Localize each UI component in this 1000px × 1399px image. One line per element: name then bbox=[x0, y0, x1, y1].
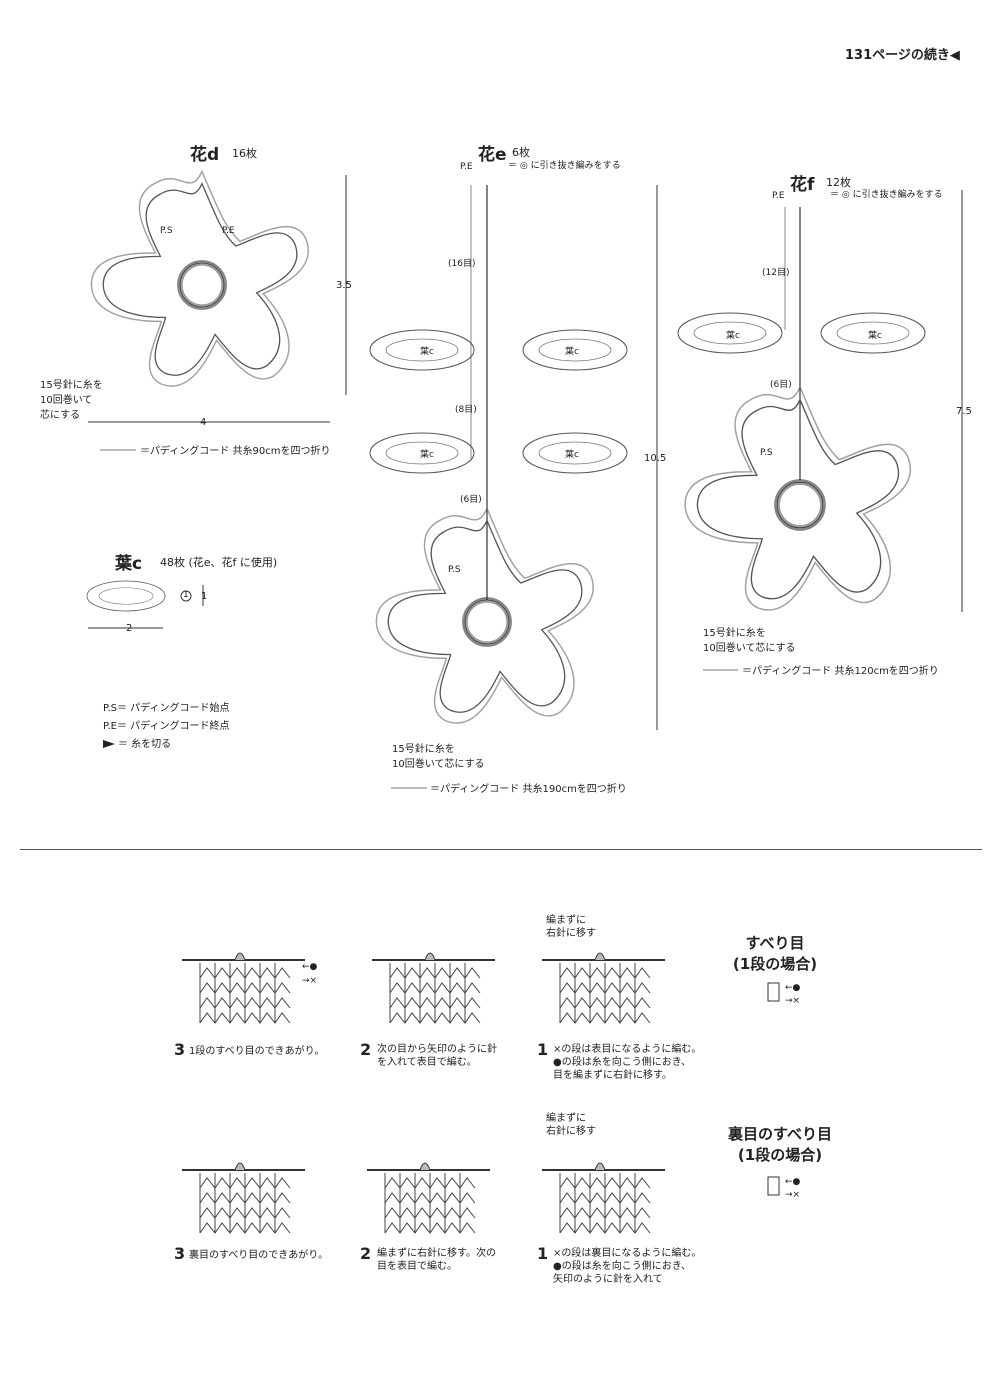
flower-d-width: 4 bbox=[200, 417, 207, 428]
legend-pe: P.E＝ パディングコード終点 bbox=[103, 721, 230, 732]
purl-slip-symbol-dot: ←● bbox=[785, 1177, 801, 1187]
slip-stitch-step-3-text: 1段のすべり目のできあがり。 bbox=[189, 1046, 325, 1057]
slip-stitch-step-2-num: 2 bbox=[360, 1040, 372, 1059]
page-continued-label: 131ページの続き◀ bbox=[845, 48, 960, 63]
purl-slip-step-3-text: 裏目のすべり目のできあがり。 bbox=[189, 1250, 329, 1261]
legend-ps: P.S＝ パディングコード始点 bbox=[103, 703, 230, 714]
leaf-c-height: 1 bbox=[201, 591, 208, 602]
flower-e-stem-1: (16目) bbox=[448, 259, 476, 269]
flower-e-leaf-label-4: 葉c bbox=[565, 450, 579, 460]
slip-symbol-cross: →× bbox=[785, 996, 801, 1006]
purl-slip-step-3-num: 3 bbox=[174, 1244, 186, 1263]
flower-e-leaf-label-3: 葉c bbox=[420, 450, 434, 460]
purl-slip-step-1-text: ×の段は裏目になるように編む。 ●の段は糸を向こう側におき、 矢印のように針を入… bbox=[553, 1248, 702, 1285]
flower-f-title: 花f bbox=[790, 175, 815, 195]
flower-f-core-note: 15号針に糸を 10回巻いて芯にする bbox=[703, 628, 796, 654]
purl-slip-step-1-num: 1 bbox=[537, 1244, 549, 1263]
crochet-charts bbox=[86, 169, 963, 789]
flower-e-core-note: 15号針に糸を 10回巻いて芯にする bbox=[392, 744, 485, 770]
slip-stitch-step-3-num: 3 bbox=[174, 1040, 186, 1059]
purl-slip-step-1-illustration bbox=[541, 1157, 666, 1239]
flower-f-stem-1: (12目) bbox=[762, 268, 790, 278]
flower-f-cord-note: ＝パディングコード 共糸120cmを四つ折り bbox=[742, 666, 939, 677]
leaf-c-title: 葉c bbox=[115, 554, 143, 574]
row-symbol-cross: →× bbox=[302, 976, 318, 986]
purl-slip-step-3-illustration bbox=[181, 1157, 306, 1239]
flower-d-height: 3.5 bbox=[336, 280, 352, 291]
purl-slip-step-2-text: 編まずに右針に移す。次の 目を表目で編む。 bbox=[377, 1248, 496, 1272]
slip-stitch-step-1-num: 1 bbox=[537, 1040, 549, 1059]
flower-d-ps-label: P.S bbox=[160, 226, 173, 236]
flower-f-slip-note: ＝ ◎ に引き抜き編みをする bbox=[830, 190, 943, 200]
left-triangle-icon: ◀ bbox=[949, 48, 960, 63]
flower-d-pe-label: P.E bbox=[222, 226, 235, 236]
flower-e-ps-label: P.S bbox=[448, 565, 461, 575]
flower-d-cord-note: ＝パディングコード 共糸90cmを四つ折り bbox=[140, 446, 331, 457]
flower-d-count: 16枚 bbox=[232, 147, 257, 160]
flower-d-title: 花d bbox=[190, 145, 220, 165]
flower-f-count: 12枚 bbox=[826, 176, 851, 189]
flower-e-chart bbox=[374, 506, 595, 725]
purl-slip-step-2-num: 2 bbox=[360, 1244, 372, 1263]
slip-stitch-callout: 編まずに 右針に移す bbox=[546, 915, 596, 939]
purl-slip-step-2-illustration bbox=[366, 1157, 491, 1239]
flower-e-leaf-label-1: 葉c bbox=[420, 347, 434, 357]
flower-e-cord-note: ＝パディングコード 共糸190cmを四つ折り bbox=[430, 784, 627, 795]
leaf-c-width: 2 bbox=[126, 623, 133, 634]
purl-slip-callout: 編まずに 右針に移す bbox=[546, 1113, 596, 1137]
slip-stitch-step-1-illustration bbox=[541, 947, 666, 1029]
purl-slip-symbol-cross: →× bbox=[785, 1190, 801, 1200]
slip-stitch-title: すべり目 (1段の場合) bbox=[732, 934, 818, 973]
flower-f-stem-2: (6目) bbox=[770, 380, 792, 390]
leaf-c-row-marker: 1 bbox=[183, 590, 189, 600]
flower-f-ps-label: P.S bbox=[760, 448, 773, 458]
slip-stitch-step-2-text: 次の目から矢印のように針 を入れて表目で編む。 bbox=[377, 1044, 497, 1068]
flower-e-title: 花e bbox=[478, 145, 507, 165]
flower-f-chart bbox=[683, 385, 913, 612]
flower-e-stem-3: (6目) bbox=[460, 495, 482, 505]
leaf-c-count: 48枚 (花e、花f に使用) bbox=[160, 556, 278, 569]
flower-f-pe-label: P.E bbox=[772, 191, 785, 201]
flower-d-core-note: 15号針に糸を 10回巻いて 芯にする bbox=[40, 380, 103, 421]
section-divider bbox=[20, 849, 982, 850]
purl-slip-title: 裏目のすべり目 (1段の場合) bbox=[728, 1125, 832, 1164]
flower-e-pe-label: P.E bbox=[460, 162, 473, 172]
flower-e-count: 6枚 bbox=[512, 146, 530, 159]
flower-e-stem-2: (8目) bbox=[455, 405, 477, 415]
flower-e-slip-note: ＝ ◎ に引き抜き編みをする bbox=[508, 161, 621, 171]
legend-cut: ＝ 糸を切る bbox=[118, 739, 172, 750]
flower-f-leaf-label-1: 葉c bbox=[726, 331, 740, 341]
flower-f-leaf-label-2: 葉c bbox=[868, 331, 882, 341]
slip-stitch-step-1-text: ×の段は表目になるように編む。 ●の段は糸を向こう側におき、 目を編まずに右針に… bbox=[553, 1044, 702, 1081]
flower-e-leaf-label-2: 葉c bbox=[565, 347, 579, 357]
slip-stitch-step-2-illustration bbox=[371, 947, 496, 1029]
flower-e-height: 10.5 bbox=[644, 453, 667, 464]
slip-symbol-dot: ←● bbox=[785, 983, 801, 993]
row-symbol-dot: ←● bbox=[302, 962, 318, 972]
flower-d-chart bbox=[89, 169, 310, 388]
flower-f-height: 7.5 bbox=[956, 406, 972, 417]
leaf-c-chart bbox=[86, 580, 166, 612]
slip-stitch-step-3-illustration bbox=[181, 947, 306, 1029]
